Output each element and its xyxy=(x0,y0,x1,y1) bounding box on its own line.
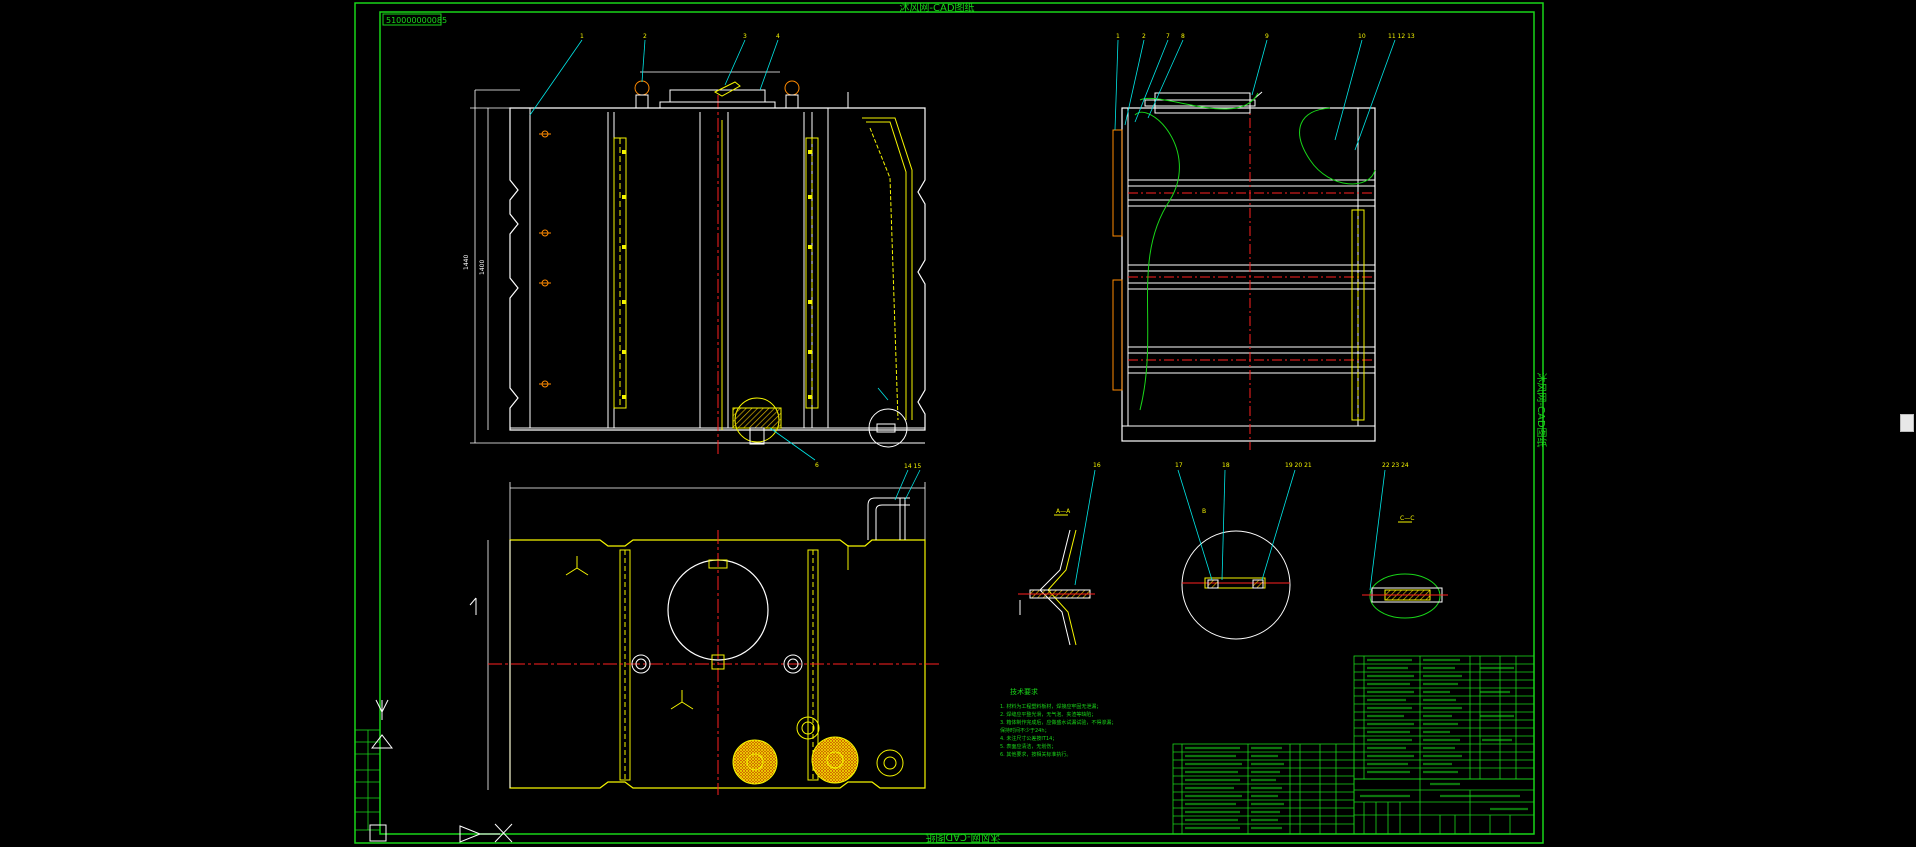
front-view[interactable]: 1 2 3 4 6 1440 1400 xyxy=(463,33,926,469)
detail-view-b[interactable]: B 17 18 19 20 21 xyxy=(1175,462,1312,640)
tech-note-5: 4. 未注尺寸公差按IT14； xyxy=(1000,735,1057,742)
svg-text:1400: 1400 xyxy=(479,260,486,275)
vertical-scrollbar[interactable] xyxy=(1898,0,1916,847)
svg-text:7: 7 xyxy=(1166,33,1170,40)
drawing-title-top: 沐风网-CAD图纸 xyxy=(899,1,974,14)
tech-note-7: 6. 其他要求，按相关标准执行。 xyxy=(1000,751,1071,758)
svg-text:16: 16 xyxy=(1093,462,1101,469)
tech-note-1: 1. 材料为工程塑料板材，焊接应牢固无泄漏； xyxy=(1000,703,1101,710)
tech-note-4: 保持时间不少于24h； xyxy=(1000,727,1050,734)
svg-text:2: 2 xyxy=(643,33,647,40)
svg-text:C—C: C—C xyxy=(1400,515,1414,522)
side-view[interactable]: 1 2 7 8 9 10 11 12 13 xyxy=(1112,33,1415,450)
title-block xyxy=(1353,778,1535,835)
svg-text:18: 18 xyxy=(1222,462,1230,469)
svg-text:2: 2 xyxy=(1142,33,1146,40)
detail-view-c[interactable]: C—C 22 23 24 xyxy=(1362,462,1448,619)
svg-text:3: 3 xyxy=(743,33,747,40)
svg-text:6: 6 xyxy=(815,462,819,469)
svg-text:22 23 24: 22 23 24 xyxy=(1382,462,1409,469)
svg-text:1: 1 xyxy=(1116,33,1120,40)
svg-text:9: 9 xyxy=(1265,33,1269,40)
drawing-title-bottom: 沐风网-CAD图纸 xyxy=(925,831,1000,844)
svg-text:1440: 1440 xyxy=(463,255,470,270)
svg-text:19 20 21: 19 20 21 xyxy=(1285,462,1312,469)
svg-text:11 12 13: 11 12 13 xyxy=(1388,33,1415,40)
drawing-stamp: 510000000085 xyxy=(382,13,447,26)
tech-note-2: 2. 焊缝应平整光滑，无气泡、夹渣等缺陷； xyxy=(1000,711,1096,718)
tech-note-6: 5. 表面应清洁，无划伤； xyxy=(1000,743,1056,750)
technical-requirements: 技术要求 1. 材料为工程塑料板材，焊接应牢固无泄漏； 2. 焊缝应平整光滑，无… xyxy=(1000,687,1116,758)
detail-view-a[interactable]: A—A 16 xyxy=(1018,462,1101,646)
svg-text:8: 8 xyxy=(1181,33,1185,40)
tech-note-3: 3. 箱体制作完成后，应做盛水试漏试验，不得渗漏； xyxy=(1000,719,1116,726)
svg-text:A—A: A—A xyxy=(1056,508,1071,515)
svg-text:技术要求: 技术要求 xyxy=(1010,687,1038,696)
cad-origin-marks xyxy=(369,699,513,843)
svg-text:1: 1 xyxy=(580,33,584,40)
svg-text:B: B xyxy=(1202,508,1206,515)
parts-list-upper xyxy=(1353,655,1535,780)
svg-text:17: 17 xyxy=(1175,462,1183,469)
svg-text:4: 4 xyxy=(776,33,780,40)
parts-list-entries xyxy=(1185,658,1528,830)
revision-strip xyxy=(354,729,381,831)
drawing-border xyxy=(354,2,1544,844)
drawing-title-side: 沐风网-CAD图纸 xyxy=(1535,372,1548,447)
svg-text:510000000085: 510000000085 xyxy=(386,16,447,25)
svg-text:10: 10 xyxy=(1358,33,1366,40)
scrollbar-thumb[interactable] xyxy=(1900,414,1914,432)
svg-text:14 15: 14 15 xyxy=(904,463,921,470)
top-view[interactable]: 14 15 xyxy=(469,463,940,795)
